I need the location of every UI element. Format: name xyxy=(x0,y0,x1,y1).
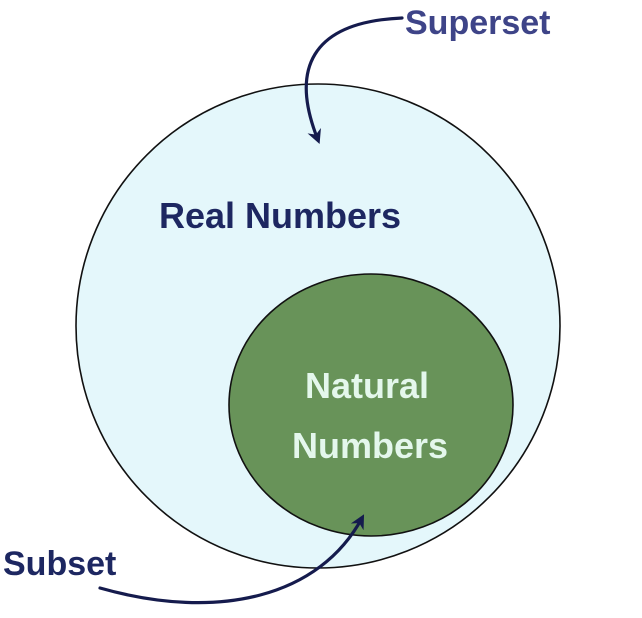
superset-arrow xyxy=(304,16,404,145)
subset-arrow xyxy=(98,514,365,605)
natural-numbers-set-circle xyxy=(228,273,514,537)
superset-label: Superset xyxy=(405,4,551,42)
natural-numbers-label-line2: Numbers xyxy=(292,425,448,466)
real-numbers-label: Real Numbers xyxy=(159,195,401,236)
subset-label: Subset xyxy=(3,545,116,583)
natural-numbers-label-line1: Natural xyxy=(305,365,429,406)
